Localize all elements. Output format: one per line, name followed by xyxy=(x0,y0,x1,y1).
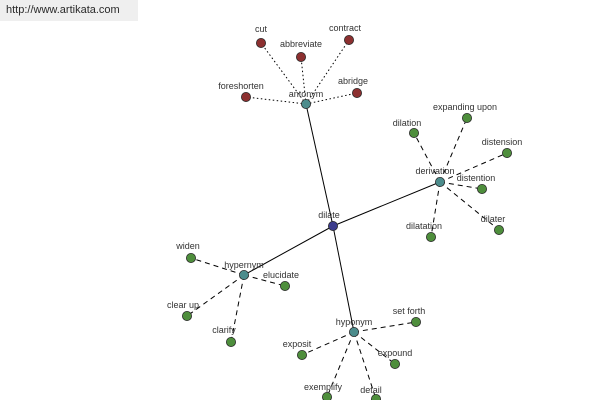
edge-dilate-antonym xyxy=(305,103,334,227)
label-exposit[interactable]: exposit xyxy=(283,339,312,349)
edge-hypernym-clear-up xyxy=(186,274,245,317)
node-expound[interactable] xyxy=(389,358,400,369)
node-dilation[interactable] xyxy=(408,127,419,138)
edge-hyponym-detail xyxy=(353,331,377,400)
node-foreshorten[interactable] xyxy=(240,92,251,103)
node-contract[interactable] xyxy=(343,35,354,46)
node-exposit[interactable] xyxy=(296,349,307,360)
label-set-forth[interactable]: set forth xyxy=(393,306,426,316)
edge-antonym-cut xyxy=(260,42,307,105)
graph-labels: cut abbreviate contract foreshorten abridge a… xyxy=(167,23,522,395)
edge-derivation-dilation xyxy=(413,132,441,183)
label-contract[interactable]: contract xyxy=(329,23,362,33)
node-clarify[interactable] xyxy=(225,336,236,347)
node-abridge[interactable] xyxy=(351,88,362,99)
label-dilater[interactable]: dilater xyxy=(481,214,506,224)
label-antonym[interactable]: antonym xyxy=(289,89,324,99)
label-expanding-upon[interactable]: expanding upon xyxy=(433,102,497,112)
label-dilatation[interactable]: dilatation xyxy=(406,221,442,231)
label-cut[interactable]: cut xyxy=(255,24,268,34)
label-clarify[interactable]: clarify xyxy=(212,325,236,335)
node-detail[interactable] xyxy=(371,394,381,400)
edge-dilate-hypernym xyxy=(243,225,334,276)
label-derivation[interactable]: derivation xyxy=(415,166,454,176)
node-set-forth[interactable] xyxy=(410,316,421,327)
label-hypernym[interactable]: hypernym xyxy=(224,260,264,270)
edge-antonym-contract xyxy=(305,39,350,105)
label-elucidate[interactable]: elucidate xyxy=(263,270,299,280)
edge-derivation-distension xyxy=(439,152,508,183)
label-abridge[interactable]: abridge xyxy=(338,76,368,86)
graph-nodes xyxy=(181,35,512,400)
node-dilatation[interactable] xyxy=(425,231,436,242)
label-widen[interactable]: widen xyxy=(175,241,200,251)
edge-antonym-abridge xyxy=(305,92,358,105)
edge-hypernym-widen xyxy=(190,257,245,276)
node-dilate[interactable] xyxy=(327,220,338,231)
site-url-banner[interactable]: http://www.artikata.com xyxy=(0,0,138,21)
edge-hypernym-elucidate xyxy=(243,274,286,287)
node-antonym[interactable] xyxy=(300,99,311,110)
edge-derivation-distention xyxy=(439,181,483,190)
node-expanding-upon[interactable] xyxy=(461,113,472,124)
label-abbreviate[interactable]: abbreviate xyxy=(280,39,322,49)
edge-derivation-expanding-upon xyxy=(439,117,468,183)
edge-hyponym-exposit xyxy=(301,331,355,356)
label-exemplify[interactable]: exemplify xyxy=(304,382,343,392)
label-expound[interactable]: expound xyxy=(378,348,413,358)
label-distension[interactable]: distension xyxy=(482,137,523,147)
label-dilation[interactable]: dilation xyxy=(393,118,422,128)
edge-derivation-dilatation xyxy=(430,181,441,238)
node-widen[interactable] xyxy=(185,252,196,263)
edge-hyponym-exemplify xyxy=(326,331,355,398)
node-abbreviate[interactable] xyxy=(295,52,306,63)
node-cut[interactable] xyxy=(255,38,266,49)
node-hypernym[interactable] xyxy=(238,269,249,280)
node-hyponym[interactable] xyxy=(348,326,359,337)
label-hyponym[interactable]: hyponym xyxy=(336,317,373,327)
edge-dilate-hyponym xyxy=(332,225,355,333)
graph-edges xyxy=(186,39,508,400)
node-distension[interactable] xyxy=(501,147,512,158)
node-derivation[interactable] xyxy=(434,176,445,187)
label-clear-up[interactable]: clear up xyxy=(167,300,199,310)
label-detail[interactable]: detail xyxy=(360,385,382,395)
label-dilate[interactable]: dilate xyxy=(318,210,340,220)
edge-derivation-dilater xyxy=(439,181,500,231)
node-dilater[interactable] xyxy=(493,224,504,235)
node-elucidate[interactable] xyxy=(279,280,290,291)
edge-dilate-derivation xyxy=(332,181,441,227)
node-distention[interactable] xyxy=(476,183,487,194)
edge-hyponym-set-forth xyxy=(353,321,417,333)
node-clear-up[interactable] xyxy=(181,310,192,321)
label-foreshorten[interactable]: foreshorten xyxy=(218,81,264,91)
edge-hypernym-clarify xyxy=(230,274,245,343)
node-exemplify[interactable] xyxy=(322,392,332,400)
label-distention[interactable]: distention xyxy=(457,173,496,183)
